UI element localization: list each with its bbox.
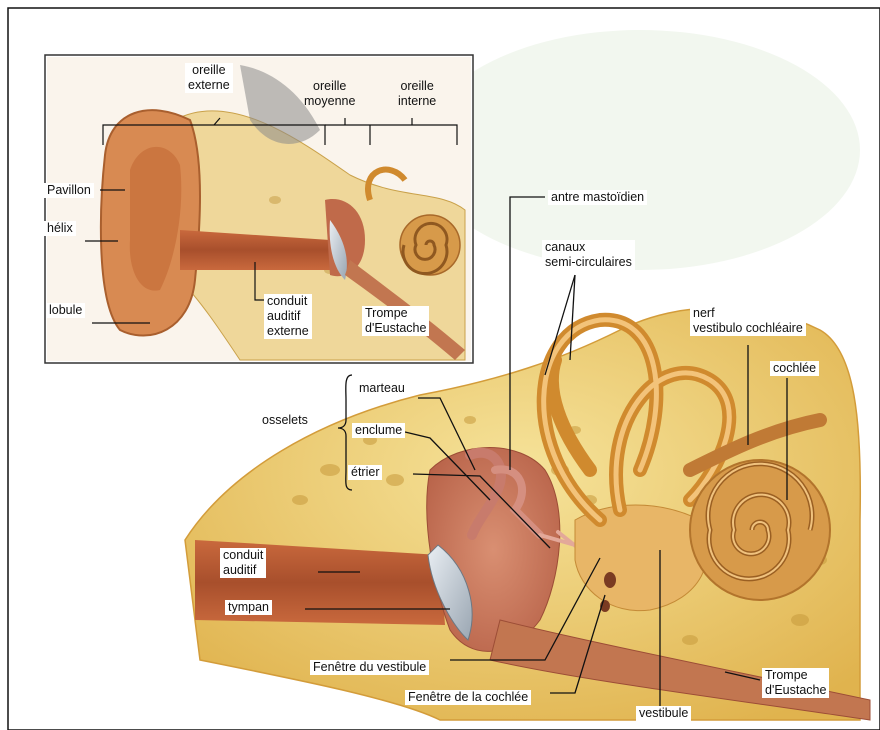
label-incus: enclume xyxy=(352,423,405,438)
label-vestibule: vestibule xyxy=(636,706,691,721)
label-inset-eustachian-tube: Trompe d'Eustache xyxy=(362,306,429,336)
label-main-ear-canal: conduit auditif xyxy=(220,548,266,578)
label-helix: hélix xyxy=(44,221,76,236)
label-round-window: Fenêtre de la cochlée xyxy=(405,690,531,705)
oval-window xyxy=(604,572,616,588)
background-tint xyxy=(420,30,860,270)
label-middle-ear: oreille moyenne xyxy=(304,79,355,109)
label-outer-ear: oreille externe xyxy=(185,63,233,93)
label-main-eustachian-tube: Trompe d'Eustache xyxy=(762,668,829,698)
label-vestibulocochlear-nerve: nerf vestibulo cochléaire xyxy=(690,306,806,336)
label-semicircular-canals: canaux semi-circulaires xyxy=(542,240,635,270)
label-mastoid-antrum: antre mastoïdien xyxy=(548,190,647,205)
middle-ear-cavity xyxy=(427,448,560,652)
label-eardrum: tympan xyxy=(225,600,272,615)
label-inset-ear-canal: conduit auditif externe xyxy=(264,294,312,339)
label-malleus: marteau xyxy=(356,381,408,396)
label-lobule: lobule xyxy=(46,303,85,318)
label-ossicles: osselets xyxy=(259,413,311,428)
label-oval-window: Fenêtre du vestibule xyxy=(310,660,429,675)
label-cochlea: cochlée xyxy=(770,361,819,376)
label-inner-ear: oreille interne xyxy=(398,79,436,109)
cochlea-shape xyxy=(690,460,830,600)
label-pavillon: Pavillon xyxy=(44,183,94,198)
label-stapes: étrier xyxy=(348,465,382,480)
